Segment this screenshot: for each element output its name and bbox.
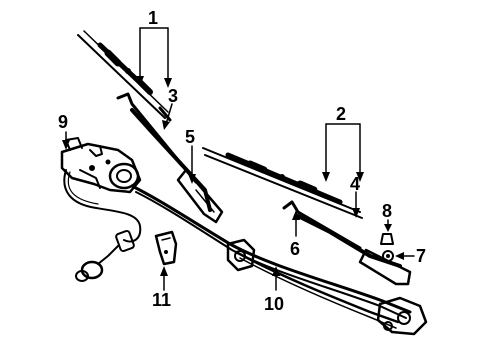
pivot-cap bbox=[380, 233, 394, 245]
callout-3: 3 bbox=[168, 86, 178, 106]
wiper-blade-right bbox=[202, 147, 363, 219]
callout-10: 10 bbox=[264, 294, 284, 314]
callout-2: 2 bbox=[336, 104, 346, 124]
callout-7: 7 bbox=[416, 246, 426, 266]
mounting-bracket bbox=[154, 230, 178, 266]
wiper-motor bbox=[60, 137, 142, 194]
callout-1: 1 bbox=[148, 8, 158, 28]
callout-4: 4 bbox=[350, 174, 360, 194]
leader-lines bbox=[62, 27, 415, 291]
wiper-linkage bbox=[130, 184, 428, 336]
pivot-nut bbox=[382, 250, 394, 262]
wiper-blade-left bbox=[77, 30, 172, 122]
wiper-arm-left bbox=[116, 92, 224, 224]
callout-9: 9 bbox=[58, 112, 68, 132]
callout-6: 6 bbox=[290, 239, 300, 259]
callout-8: 8 bbox=[382, 201, 392, 221]
motor-wiring-harness bbox=[63, 169, 142, 282]
callout-5: 5 bbox=[185, 127, 195, 147]
callout-11: 11 bbox=[152, 290, 171, 310]
